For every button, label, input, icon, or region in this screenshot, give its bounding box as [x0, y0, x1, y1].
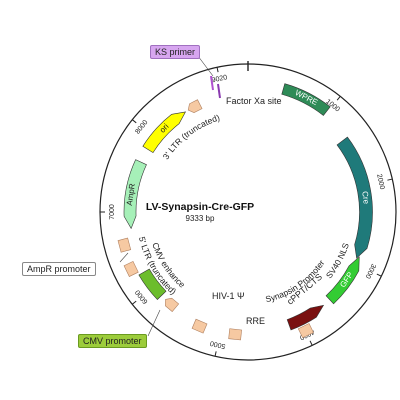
- tick-mark: [387, 178, 393, 181]
- hiv-psi-label: HIV-1 Ψ: [212, 291, 245, 301]
- cmv-enhancer-curved-label: CMV enhancer: [0, 0, 187, 290]
- hiv-psi-feature: [191, 318, 208, 334]
- ampr-promoter-feature: [117, 237, 132, 253]
- tick-mark: [376, 273, 382, 277]
- rre-label: RRE: [246, 316, 266, 326]
- rre-feature: [228, 328, 242, 341]
- factor-xa-label: Factor Xa site: [226, 96, 282, 106]
- tick-label: 8000: [134, 119, 149, 136]
- cppt-feature: [297, 323, 314, 339]
- tick-label: 3000: [364, 262, 377, 279]
- gfp-feature: [325, 256, 360, 305]
- tick-label: 5000: [209, 339, 226, 349]
- cmv-small-feature: [165, 297, 180, 313]
- ks-primer-box: KS primer: [150, 45, 201, 59]
- wpre-feature: [281, 83, 331, 116]
- tick-mark: [336, 95, 341, 101]
- ampr-feature: [123, 159, 147, 230]
- synapsin-promoter-feature: [286, 304, 325, 331]
- plasmid-name: LV-Synapsin-Cre-GFP: [145, 201, 255, 213]
- factor-xa-mark: [217, 83, 221, 99]
- tick-mark: [131, 119, 137, 124]
- ampr-feature-label: AmpR: [125, 183, 137, 207]
- leader-layer: [119, 55, 221, 337]
- cmv-promoter-leader: [147, 309, 161, 337]
- tick-label: 9020: [211, 74, 228, 84]
- ks-primer-leader: [197, 55, 214, 77]
- tick-label: 7000: [109, 204, 116, 220]
- ks-primer-mark: [210, 75, 214, 91]
- tick-mark: [131, 300, 137, 305]
- tick-label: 6000: [134, 288, 149, 305]
- cmv-enhancer-feature: [138, 268, 167, 300]
- plasmid-length: 9333 bp: [185, 214, 215, 223]
- cre-feature-label: Cre: [360, 191, 371, 205]
- cmv-promoter-box: CMV promoter: [78, 334, 147, 348]
- ori-feature: [142, 111, 187, 154]
- ampr-promoter-leader: [119, 252, 129, 263]
- cre-feature: [336, 136, 373, 259]
- tick-mark: [309, 340, 313, 346]
- ltr5-feature: [123, 261, 139, 277]
- ampr-promoter-box: AmpR promoter: [22, 262, 96, 276]
- tick-label: 2000: [375, 173, 385, 190]
- tick-mark: [216, 67, 219, 73]
- ltr3-feature: [187, 99, 203, 114]
- tick-mark: [214, 351, 217, 357]
